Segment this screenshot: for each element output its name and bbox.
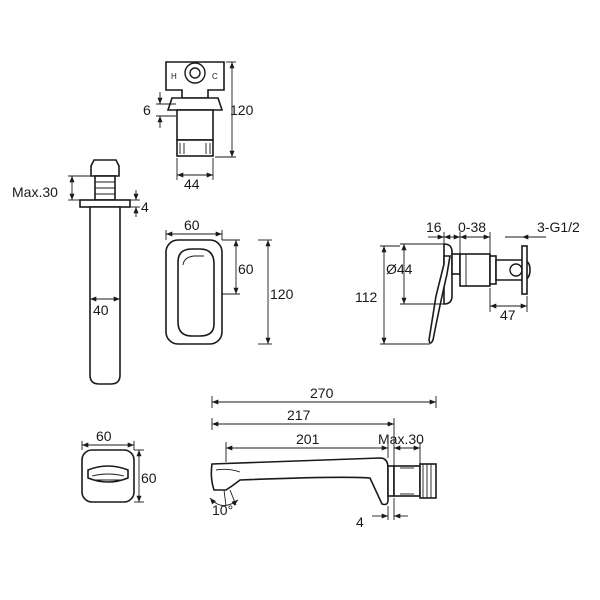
- spout-plate-front: [81, 449, 135, 503]
- svg-text:C: C: [212, 72, 218, 81]
- dim-label-stem-max: Max.30: [12, 184, 58, 200]
- dim-label-stem-diameter: 40: [93, 302, 109, 318]
- dim-label-valve-width: 44: [184, 176, 200, 192]
- dimension-stem-max: Max.30: [12, 175, 95, 201]
- dim-label-handle-body: 47: [500, 307, 516, 323]
- dim-label-stem-flange: 4: [141, 199, 149, 215]
- spout-stem: [79, 159, 131, 385]
- dimension-handle-range: 0-38: [458, 219, 491, 254]
- dimension-handle-thread: 3-G1/2: [505, 219, 580, 240]
- dim-label-plate-width: 60: [184, 217, 200, 233]
- dim-label-spout-flange: 4: [356, 514, 364, 530]
- dim-label-handle-depth: 16: [426, 219, 442, 235]
- lever-handle-side: [428, 243, 531, 344]
- wall-spout-side: [210, 457, 437, 506]
- dim-label-handle-range: 0-38: [458, 219, 486, 235]
- dim-label-plate-height: 60: [238, 261, 254, 277]
- dim-label-spout-angle: 10°: [212, 502, 233, 518]
- dimension-spout-angle: 10°: [209, 489, 239, 518]
- dimension-spout-201: 201: [225, 431, 389, 462]
- dim-label-handle-height: 112: [355, 289, 378, 305]
- concealed-valve-body: H C: [165, 61, 225, 157]
- wall-plate-front: [165, 239, 223, 345]
- dimension-handle-diameter: Ø44: [386, 243, 444, 305]
- dim-label-handle-diameter: Ø44: [386, 261, 413, 277]
- dim-label-handle-thread: 3-G1/2: [537, 219, 580, 235]
- dimension-handle-height: 112: [355, 245, 430, 345]
- dim-label-spout-217: 217: [287, 407, 311, 423]
- dim-label-valve-height: 120: [230, 102, 254, 118]
- dim-label-plate2-width: 60: [96, 428, 112, 444]
- svg-text:H: H: [171, 72, 177, 81]
- dimension-handle-body: 47: [489, 288, 528, 323]
- dimension-spout-flange: 4: [356, 498, 408, 530]
- dimension-plate-height: 60: [222, 239, 254, 295]
- dimension-plate2-height: 60: [134, 449, 157, 503]
- dimension-valve-height: 120: [215, 61, 254, 158]
- dimension-valve-width: 44: [176, 158, 214, 192]
- dimension-valve-offset: 6: [143, 92, 176, 128]
- dimension-plate2-width: 60: [81, 428, 135, 450]
- dim-label-spout-total: 270: [310, 385, 334, 401]
- dimension-plate-total-height: 120: [258, 239, 294, 345]
- dimension-stem-flange: 4: [130, 190, 149, 217]
- dim-label-spout-201: 201: [296, 431, 320, 447]
- dimension-spout-217: 217: [211, 407, 395, 466]
- dim-label-plate2-height: 60: [141, 470, 157, 486]
- dimension-spout-max: Max.30: [378, 431, 424, 464]
- dimension-spout-total: 270: [211, 385, 437, 408]
- dim-label-spout-max: Max.30: [378, 431, 424, 447]
- dimension-plate-width: 60: [165, 217, 223, 240]
- dimension-handle-depth: 16: [426, 219, 461, 254]
- dimension-stem-diameter: 40: [90, 296, 120, 318]
- dim-label-plate-total-height: 120: [270, 286, 294, 302]
- dim-label-valve-offset: 6: [143, 102, 151, 118]
